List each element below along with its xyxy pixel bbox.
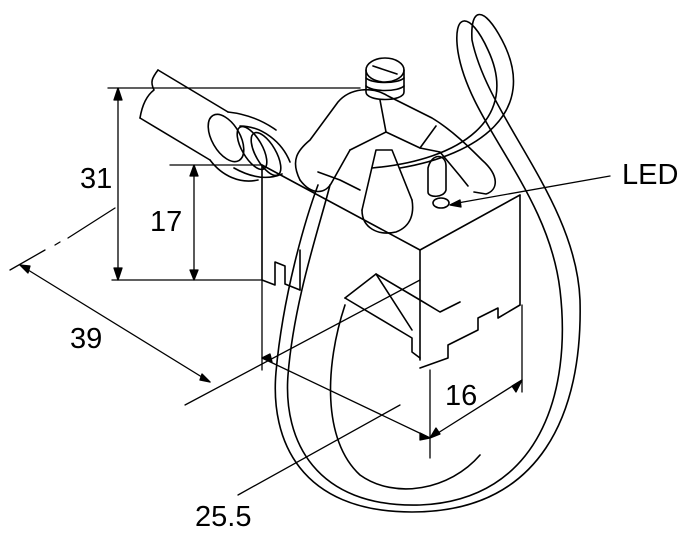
length-label: 39 bbox=[70, 323, 103, 355]
dimension-length bbox=[9, 207, 421, 406]
dimension-height bbox=[107, 87, 361, 281]
cable bbox=[139, 69, 291, 182]
led-indicator bbox=[432, 197, 450, 209]
led-leader bbox=[449, 175, 611, 208]
sensor-housing bbox=[261, 164, 521, 369]
dimension-depth bbox=[237, 279, 523, 496]
led-label: LED bbox=[622, 159, 679, 191]
height-body-label: 17 bbox=[150, 206, 183, 238]
depth-label: 25.5 bbox=[195, 501, 252, 533]
adjust-screw bbox=[365, 57, 405, 101]
width-label: 16 bbox=[445, 380, 478, 412]
mounting-strap bbox=[274, 13, 581, 513]
height-total-label: 31 bbox=[80, 163, 113, 195]
clamp-bracket bbox=[294, 89, 497, 234]
